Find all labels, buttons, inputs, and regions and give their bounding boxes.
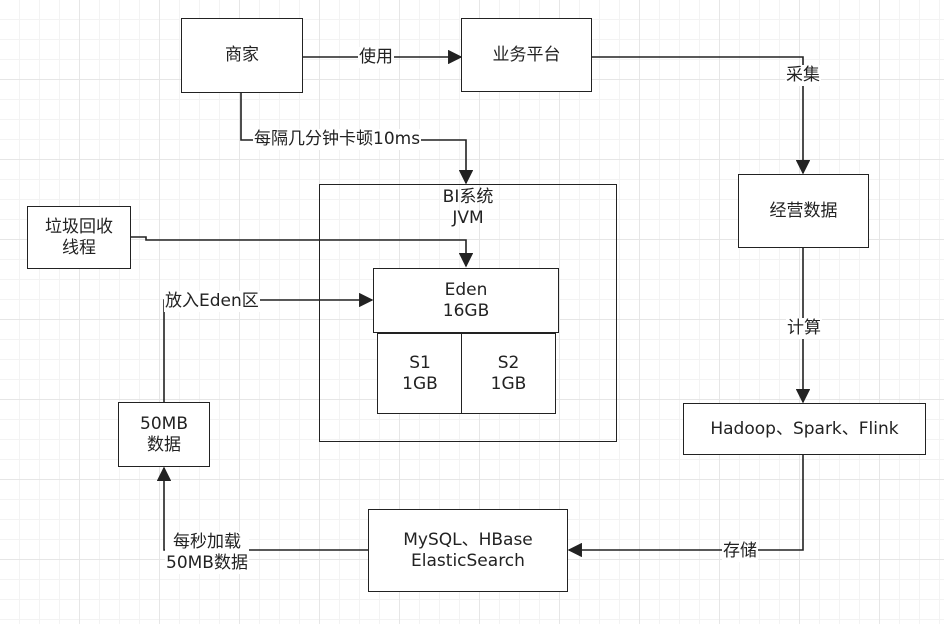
eden-size: 16GB: [442, 300, 490, 321]
edge-label-stall: 每隔几分钟卡顿10ms: [253, 129, 422, 150]
edge-label-use: 使用: [358, 47, 394, 68]
data-50mb-line-2: 数据: [147, 434, 181, 455]
bi-system-label: BI系统: [442, 187, 494, 207]
gc-thread-line-2: 线程: [62, 237, 96, 258]
operating-data-label: 经营数据: [769, 200, 838, 221]
s2-box: S2 1GB: [461, 333, 556, 414]
operating-data-box: 经营数据: [738, 174, 869, 248]
data-50mb-line-1: 50MB: [140, 413, 188, 434]
edge-load: [156, 466, 369, 551]
storage-box: MySQL、HBase ElasticSearch: [368, 509, 568, 592]
business-platform-label: 业务平台: [492, 44, 561, 65]
merchant-box: 商家: [181, 18, 303, 93]
s2-size: 1GB: [490, 373, 527, 394]
jvm-label: JVM: [452, 208, 484, 228]
edge-gc: [131, 236, 474, 268]
data-50mb-box: 50MB 数据: [118, 402, 210, 467]
edge-label-load-line-2: 50MB数据: [166, 553, 248, 573]
compute-engines-box: Hadoop、Spark、Flink: [683, 403, 926, 455]
edge-label-load: 每秒加载 50MB数据: [165, 532, 249, 574]
storage-line-1: MySQL、HBase: [403, 529, 533, 550]
edge-label-calc: 计算: [786, 318, 822, 339]
compute-engines-label: Hadoop、Spark、Flink: [710, 418, 899, 439]
edge-label-into-eden: 放入Eden区: [164, 291, 260, 312]
s1-label: S1: [409, 352, 431, 373]
edge-store: [567, 455, 804, 558]
s1-size: 1GB: [402, 373, 438, 394]
eden-box: Eden 16GB: [373, 268, 559, 333]
gc-thread-box: 垃圾回收 线程: [27, 206, 131, 269]
storage-line-2: ElasticSearch: [411, 550, 525, 571]
merchant-label: 商家: [225, 45, 259, 65]
edge-label-load-line-1: 每秒加载: [172, 532, 241, 552]
eden-label: Eden: [444, 279, 488, 300]
edge-collect: [591, 56, 811, 175]
s1-box: S1 1GB: [377, 333, 463, 414]
s2-label: S2: [497, 352, 520, 373]
edge-label-collect: 采集: [785, 65, 821, 86]
business-platform-box: 业务平台: [461, 18, 592, 92]
edge-label-store: 存储: [722, 541, 758, 562]
bi-system-jvm-box: BI系统 JVM: [319, 184, 617, 442]
gc-thread-line-1: 垃圾回收: [45, 216, 113, 237]
